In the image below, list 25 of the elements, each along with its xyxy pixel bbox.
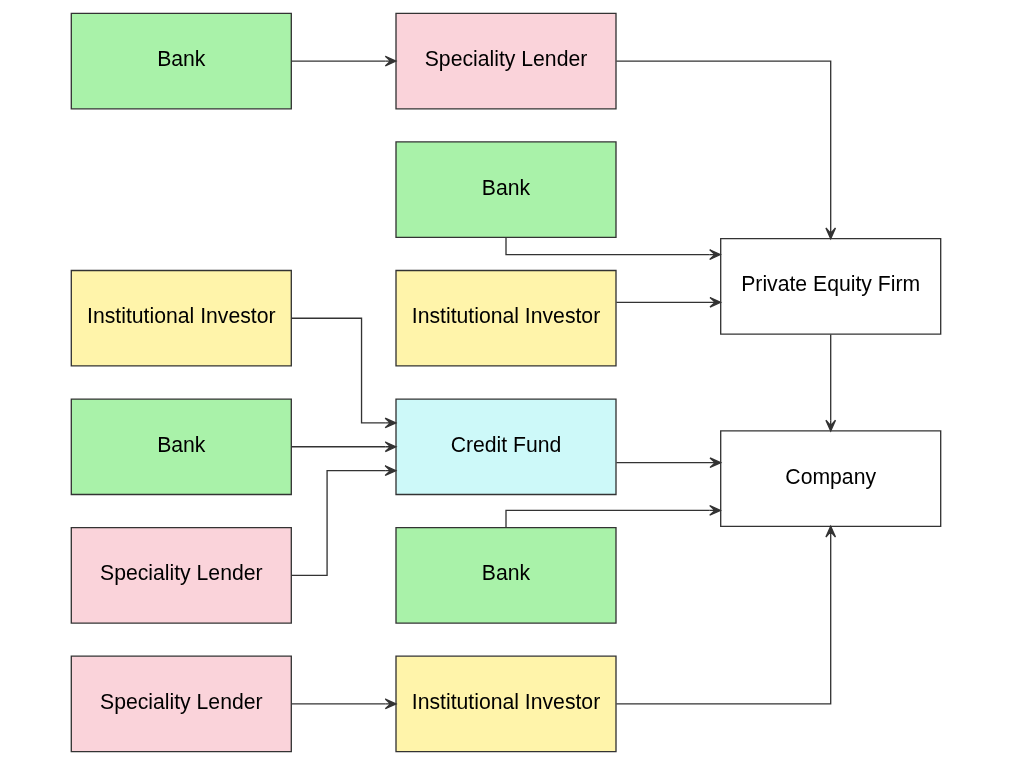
arrow (290, 317, 396, 429)
node-box: Bank (394, 141, 617, 239)
arrow (504, 236, 721, 261)
arrow (290, 698, 397, 710)
arrow (290, 55, 397, 67)
arrow (615, 457, 721, 469)
node-box: Institutional Investor (394, 655, 617, 753)
node-box: Company (719, 430, 941, 527)
node-box: Bank (70, 398, 292, 496)
node-box: Bank (70, 12, 292, 110)
node-box: Institutional Investor (394, 269, 617, 367)
node-box: Credit Fund (394, 398, 617, 496)
arrow (290, 465, 396, 576)
node-box: Speciality Lender (70, 526, 292, 624)
node-box: Speciality Lender (70, 655, 292, 753)
node-box: Institutional Investor (70, 269, 292, 367)
arrow (290, 441, 397, 453)
arrow (824, 333, 836, 432)
arrow (615, 525, 836, 705)
arrow (615, 60, 836, 240)
node-box: Bank (394, 526, 617, 624)
arrow (615, 296, 721, 308)
node-box: Private Equity Firm (719, 238, 941, 335)
node-box: Speciality Lender (394, 12, 617, 110)
arrow (504, 504, 721, 529)
